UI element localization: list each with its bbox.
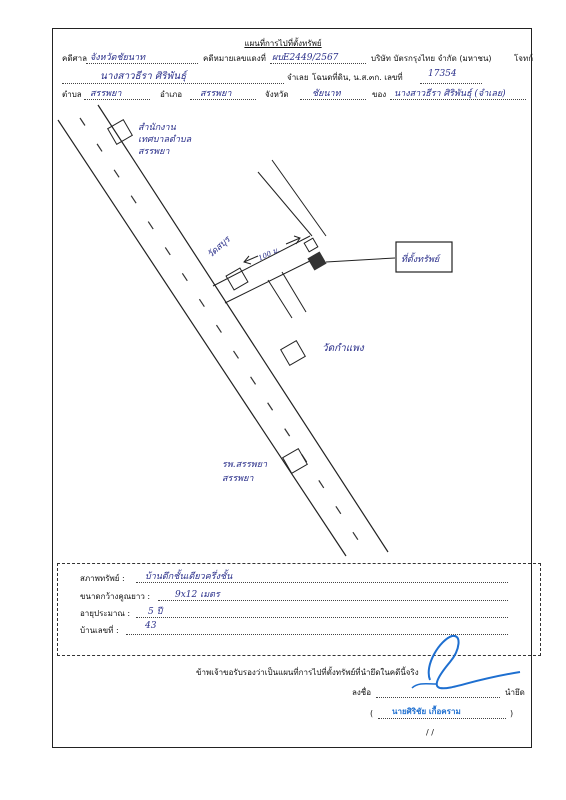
size-label: ขนาดกว้างคูณยาว : [80,592,151,601]
province-label: จังหวัด [265,90,289,99]
sign-label: ลงชื่อ [352,688,372,697]
property-marker [307,251,327,271]
district-label: อำเภอ [160,90,183,99]
document-frame [52,28,532,748]
age-label: อายุประมาณ : [80,609,131,618]
defendant-value: นางสาวธีรา ศิริพันธุ์ [100,71,187,82]
court-label: คดีศาล [62,54,88,63]
house-number-label: บ้านเลขที่ : [80,626,119,635]
distance-arrow-left [243,255,259,263]
age-value: 5 ปี [148,607,163,617]
side-road-lower-edge [224,255,321,304]
main-road-left-edge [57,119,347,557]
defendant-underline [62,83,284,84]
size-underline [158,600,508,601]
signature-stroke [427,634,521,690]
condition-underline [136,582,508,583]
owner-value: นางสาวธีรา ศิริพันธุ์ (จำเลย) [394,89,506,99]
plaintiff-name: บริษัท บัตรกรุงไทย จำกัด (มหาชน) [371,54,492,63]
landmark-hospital-box [282,448,308,474]
subdistrict-value: สรรพยา [90,89,122,99]
subdistrict-label: ตำบล [62,90,82,99]
district-value: สรรพยา [200,89,232,99]
certification-text: ข้าพเจ้าขอรับรองว่าเป็นแผนที่การไปที่ตั้… [196,668,419,677]
side-road-upper-edge [212,235,311,287]
distance-arrowhead-right [293,235,301,245]
landmark-office-label: สำนักงาน เทศบาลตำบล สรรพยา [138,123,192,157]
small-building-box [303,237,319,253]
condition-value: บ้านตึกชั้นเดียวครึ่งชั้น [145,572,233,582]
date-line: / / [426,728,434,737]
distance-arrow-right [285,237,301,245]
defendant-role: จำเลย [287,73,309,82]
name-underline [378,718,506,719]
deed-underline [420,83,482,84]
main-road-right-edge [97,104,389,553]
deed-value: 17354 [428,69,457,79]
sign-role: นำยึด [505,688,525,697]
owner-label: ของ [372,90,387,99]
property-details-box [57,563,541,656]
property-callout-box [395,241,453,273]
landmark-hospital-label: รพ.สรรพยา สรรพยา [222,460,268,484]
name-close-paren: ) [510,709,514,718]
page-title: แผนที่การไปที่ตั้งทรัพย์ [244,39,322,48]
name-open-paren: ( [370,709,374,718]
house-number-underline [126,634,508,635]
lane-south-right [281,271,307,313]
size-value: 9x12 เมตร [175,590,220,600]
case-value: ผบE2449/2567 [272,53,339,63]
owner-underline [390,99,526,100]
landmark-temple-box [225,267,249,291]
lane-right-edge [271,159,327,237]
signature-underflourish [411,682,437,689]
case-underline [270,63,366,64]
condition-label: สภาพทรัพย์ : [80,574,125,583]
signer-name: นายศิริชัย เกื้อคราม [392,707,461,716]
plaintiff-role: โจทก์ [514,54,534,63]
distance-arrowhead-left [243,255,252,265]
age-underline [136,617,508,618]
house-number-value: 43 [145,621,157,631]
property-pointer-line [325,257,396,263]
province-value: ชัยนาท [312,89,341,99]
landmark-kamphaeng-box [280,340,306,366]
case-label: คดีหมายเลขแดงที่ [203,54,266,63]
district-underline [190,99,256,100]
lane-left-edge [257,171,313,237]
lane-south-left [267,279,293,319]
court-value: จังหวัดชัยนาท [90,53,146,63]
court-underline [86,63,198,64]
landmark-kamphaeng-label: วัดกำแพง [322,343,364,354]
property-callout-label: ที่ตั้งทรัพย์ [401,255,440,265]
subdistrict-underline [84,99,150,100]
landmark-office-box [107,119,133,145]
deed-label: โฉนดที่ดิน, น.ส.๓ก. เลขที่ [312,73,403,82]
sign-underline [376,697,500,698]
province-underline [300,99,366,100]
